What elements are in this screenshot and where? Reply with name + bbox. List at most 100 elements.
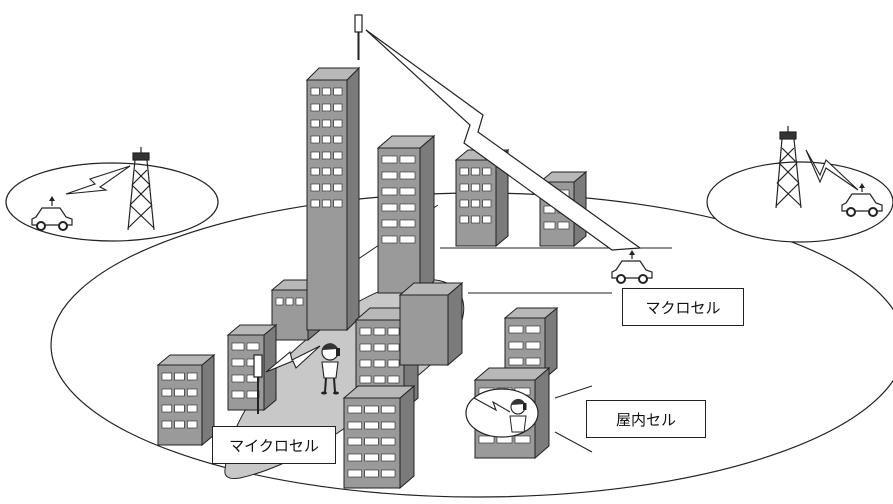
window — [231, 358, 245, 367]
window — [347, 469, 362, 478]
building — [342, 384, 416, 490]
window — [364, 469, 379, 478]
window — [482, 183, 492, 192]
window — [231, 374, 245, 383]
radio-tower-icon — [127, 147, 155, 231]
window — [471, 215, 480, 224]
window — [459, 215, 469, 224]
window — [322, 151, 331, 160]
window — [381, 469, 396, 478]
window — [508, 357, 524, 366]
window — [333, 151, 343, 160]
window — [381, 421, 396, 430]
lightning-signal-icon — [805, 149, 859, 191]
indoor-cell-label: 屋内セル — [586, 400, 706, 438]
building — [376, 134, 436, 295]
window — [310, 199, 320, 208]
window — [295, 297, 304, 306]
window — [347, 405, 362, 414]
lightning-signal-icon — [473, 397, 511, 413]
window — [525, 325, 541, 334]
window — [347, 437, 362, 446]
radio-tower-icon — [775, 126, 802, 209]
window — [478, 435, 495, 444]
window — [399, 187, 416, 196]
window — [399, 235, 416, 244]
window — [231, 390, 245, 399]
window — [364, 421, 379, 430]
window — [310, 167, 320, 176]
window — [161, 404, 172, 413]
window — [543, 221, 556, 230]
window — [482, 215, 492, 224]
window — [381, 171, 398, 180]
car-icon — [31, 196, 73, 231]
building — [226, 323, 278, 412]
window — [459, 167, 469, 176]
micro-antenna-icon — [253, 354, 263, 378]
window — [285, 297, 294, 306]
window — [310, 103, 320, 112]
macro-cell-label: マクロセル — [622, 288, 744, 326]
building — [454, 148, 510, 248]
window — [525, 341, 541, 350]
window — [387, 359, 400, 368]
window — [322, 183, 331, 192]
window — [471, 199, 480, 208]
window — [322, 119, 331, 128]
window — [459, 183, 469, 192]
window — [187, 372, 198, 381]
window — [161, 420, 172, 429]
window — [174, 372, 185, 381]
window — [359, 343, 372, 352]
window — [514, 435, 531, 444]
window — [471, 167, 480, 176]
window — [333, 87, 343, 96]
window — [399, 155, 416, 164]
window — [187, 388, 198, 397]
window — [399, 203, 416, 212]
window — [333, 167, 343, 176]
car-icon — [841, 183, 883, 217]
window — [381, 203, 398, 212]
window — [333, 199, 343, 208]
window — [174, 388, 185, 397]
buildings-group — [156, 66, 588, 490]
window — [246, 342, 260, 351]
building — [156, 353, 216, 447]
window — [333, 103, 343, 112]
window — [471, 183, 480, 192]
window — [322, 87, 331, 96]
lightning-signal-icon — [65, 165, 131, 195]
window — [381, 235, 398, 244]
building — [305, 66, 361, 332]
window — [381, 219, 398, 228]
window — [399, 219, 416, 228]
window — [373, 375, 386, 384]
window — [333, 183, 343, 192]
person-phone-icon — [321, 343, 340, 395]
window — [364, 437, 379, 446]
window — [187, 420, 198, 429]
window — [359, 375, 372, 384]
window — [387, 375, 400, 384]
window — [310, 151, 320, 160]
window — [508, 341, 524, 350]
window — [174, 420, 185, 429]
window — [310, 87, 320, 96]
window — [161, 388, 172, 397]
lightning-signal-icon — [265, 345, 321, 373]
window — [333, 135, 343, 144]
window — [364, 405, 379, 414]
window — [381, 453, 396, 462]
window — [275, 297, 284, 306]
window — [387, 343, 400, 352]
window — [333, 119, 343, 128]
window — [231, 342, 245, 351]
window — [364, 453, 379, 462]
lightning-signal-icon — [365, 29, 642, 251]
window — [508, 325, 524, 334]
window — [322, 199, 331, 208]
window — [322, 167, 331, 176]
